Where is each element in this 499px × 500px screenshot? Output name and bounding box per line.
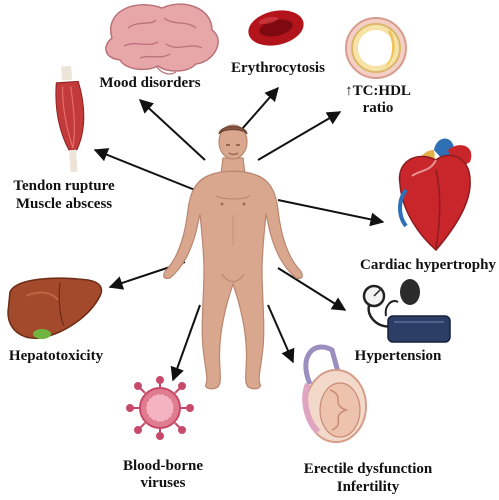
label-infertility: Infertility [337, 479, 400, 495]
arrow-to-virus [170, 304, 201, 382]
label-tc-hdl: ↑TC:HDL [345, 83, 411, 99]
arrow-to-muscle [93, 148, 196, 191]
blood-pressure-cuff-icon [362, 279, 451, 343]
label-viruses: viruses [141, 475, 186, 491]
label-hypertension: Hypertension [355, 348, 442, 364]
label-cardiac-hypertrophy: Cardiac hypertrophy [360, 257, 496, 273]
red-blood-cell-icon [248, 10, 304, 46]
muscle-icon [55, 65, 85, 173]
testis-icon [302, 344, 367, 443]
virus-icon [126, 376, 194, 440]
human-body-icon [163, 124, 303, 390]
arrow-to-artery [257, 111, 342, 161]
label-hepatotoxicity: Hepatotoxicity [9, 348, 104, 364]
label-ratio: ratio [363, 100, 394, 116]
arrow-to-heart [277, 199, 385, 227]
label-mood-disorders: Mood disorders [99, 75, 200, 91]
brain-icon [105, 3, 219, 75]
artery-cross-section-icon [345, 17, 407, 79]
liver-icon [7, 277, 103, 339]
label-tendon-rupture: Tendon rupture [13, 178, 115, 194]
label-erectile-dysfunction: Erectile dysfunction [304, 461, 433, 477]
arrow-to-testis [267, 304, 295, 364]
label-muscle-abscess: Muscle abscess [16, 196, 112, 212]
arrow-to-bp [277, 267, 347, 311]
heart-icon [398, 138, 472, 252]
label-erythrocytosis: Erythrocytosis [231, 60, 325, 76]
arrow-to-brain [138, 99, 206, 161]
label-blood-borne: Blood-borne [123, 458, 203, 474]
